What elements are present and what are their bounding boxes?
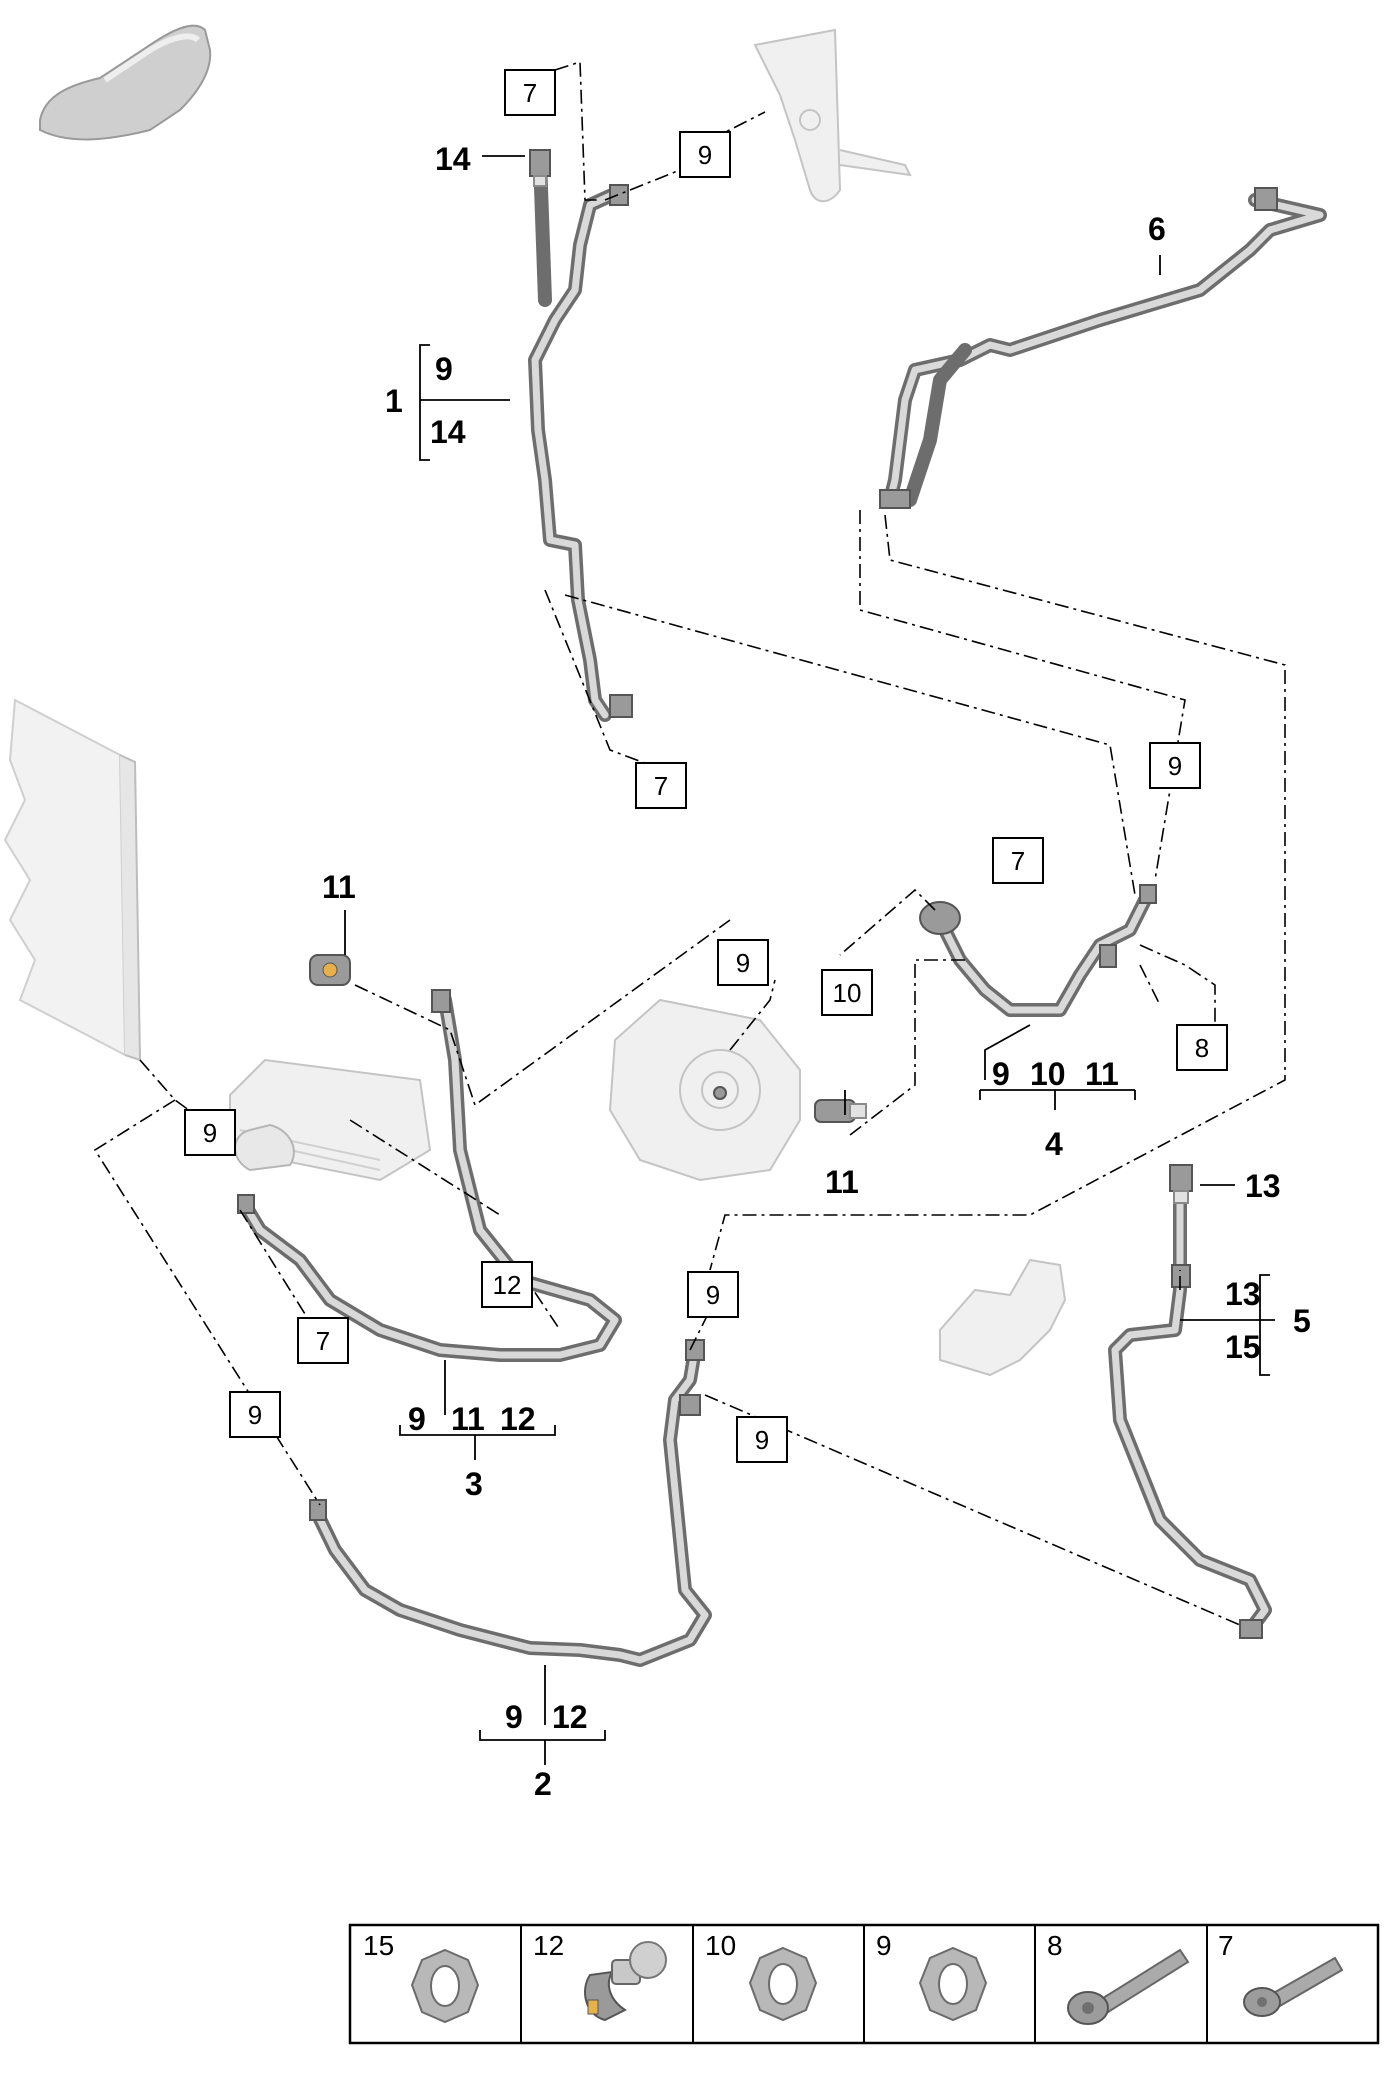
svg-text:15: 15 (363, 1930, 394, 1961)
svg-text:3: 3 (465, 1466, 483, 1502)
svg-text:12: 12 (533, 1930, 564, 1961)
ref-box-7-mid: 7 (635, 762, 687, 809)
svg-text:13: 13 (1245, 1168, 1281, 1204)
svg-text:12: 12 (493, 1270, 522, 1300)
svg-text:10: 10 (833, 978, 862, 1008)
electronics-housing (229, 1058, 432, 1182)
svg-text:9: 9 (992, 1056, 1010, 1092)
svg-text:2: 2 (534, 1766, 552, 1802)
svg-text:10: 10 (1030, 1056, 1066, 1092)
legend-cell-8: 8 (1047, 1930, 1190, 2025)
connection-lines (93, 60, 1286, 1626)
evaporator-housing (939, 1258, 1067, 1377)
ring-seal-icon (918, 1946, 988, 2022)
svg-text:7: 7 (523, 78, 537, 108)
pipe-2 (309, 1339, 712, 1667)
ref-box-9-compressor: 9 (717, 939, 769, 986)
hose-clamp-icon (584, 1941, 667, 2022)
svg-text:7: 7 (1218, 1930, 1234, 1961)
ref-box-9-left: 9 (184, 1109, 236, 1156)
svg-text:1: 1 (385, 383, 403, 419)
legend-cell-10: 10 (705, 1930, 818, 2022)
svg-text:5: 5 (1293, 1303, 1311, 1339)
ref-box-7-pipe4: 7 (992, 837, 1044, 884)
ring-seal-icon (410, 1948, 480, 2024)
svg-text:11: 11 (825, 1164, 859, 1200)
air-conditioning-compressor (608, 998, 801, 1182)
pressure-sensor-11-icon (309, 954, 351, 986)
ref-box-7-top: 7 (504, 69, 556, 116)
callout-3: 9 11 12 3 (408, 1401, 536, 1502)
pressure-switch-14-icon (529, 149, 551, 187)
ref-box-9-top: 9 (679, 131, 731, 178)
ref-box-8: 8 (1176, 1024, 1228, 1071)
callout-1: 1 9 14 (385, 351, 466, 450)
callout-4: 9 10 11 4 (992, 1056, 1119, 1162)
callout-11-lower: 11 (825, 1164, 859, 1200)
pipe-4 (919, 884, 1157, 1017)
legend-cell-15: 15 (363, 1930, 480, 2024)
ref-box-12: 12 (481, 1261, 533, 1308)
svg-text:8: 8 (1047, 1930, 1063, 1961)
ref-box-10: 10 (821, 969, 873, 1016)
svg-text:7: 7 (1011, 846, 1025, 876)
svg-text:6: 6 (1148, 211, 1166, 247)
legend-cell-7: 7 (1218, 1930, 1344, 2017)
ref-box-9-pipe2-right: 9 (736, 1416, 788, 1463)
legend-cell-12: 12 (533, 1930, 667, 2022)
svg-text:8: 8 (1195, 1033, 1209, 1063)
bulkhead-panel (753, 28, 912, 203)
pipe-3 (237, 989, 622, 1362)
svg-text:10: 10 (705, 1930, 736, 1961)
pipe-1 (528, 153, 633, 722)
svg-text:11: 11 (322, 869, 356, 905)
ref-box-9-pipe2-top: 9 (687, 1271, 739, 1318)
svg-text:9: 9 (1168, 751, 1182, 781)
svg-text:9: 9 (408, 1401, 426, 1437)
svg-text:12: 12 (552, 1699, 588, 1735)
svg-text:12: 12 (500, 1401, 536, 1437)
ref-box-7-pipe3: 7 (297, 1317, 349, 1364)
svg-text:9: 9 (736, 948, 750, 978)
callout-13: 13 (1245, 1168, 1281, 1204)
condenser-radiator (3, 698, 142, 1062)
svg-text:11: 11 (1085, 1056, 1119, 1092)
svg-text:9: 9 (698, 140, 712, 170)
svg-text:9: 9 (203, 1118, 217, 1148)
callout-2: 9 12 2 (505, 1699, 588, 1802)
pressure-sensor-11b-icon (814, 1099, 867, 1123)
legend-cell-9: 9 (876, 1930, 988, 2022)
svg-text:9: 9 (248, 1400, 262, 1430)
pipe-5 (1108, 1164, 1272, 1639)
parts-legend: 15 12 10 9 (348, 1923, 1380, 2045)
svg-text:9: 9 (876, 1930, 892, 1961)
svg-text:14: 14 (430, 414, 466, 450)
svg-text:9: 9 (755, 1425, 769, 1455)
pipe-6 (879, 187, 1327, 509)
ref-box-9-right: 9 (1149, 742, 1201, 789)
callout-6: 6 (1148, 211, 1166, 247)
pressure-switch-13-icon (1169, 1164, 1193, 1204)
ref-box-9-pipe2-left: 9 (229, 1391, 281, 1438)
bolt-icon (1243, 1956, 1344, 2017)
svg-text:4: 4 (1045, 1126, 1063, 1162)
svg-text:7: 7 (654, 771, 668, 801)
leader-lines (344, 155, 1275, 1765)
ring-seal-icon (748, 1946, 818, 2022)
vehicle-thumbnail-icon (39, 24, 212, 141)
svg-text:15: 15 (1225, 1329, 1261, 1365)
callout-14: 14 (435, 141, 471, 177)
callout-5: 13 15 5 (1225, 1276, 1311, 1365)
svg-text:11: 11 (451, 1401, 485, 1437)
svg-text:9: 9 (435, 351, 453, 387)
long-bolt-icon (1067, 1948, 1190, 2025)
svg-text:9: 9 (505, 1699, 523, 1735)
callout-11-sensor: 11 (322, 869, 356, 905)
svg-text:9: 9 (706, 1280, 720, 1310)
svg-text:13: 13 (1225, 1276, 1261, 1312)
svg-text:7: 7 (316, 1326, 330, 1356)
svg-text:14: 14 (435, 141, 471, 177)
